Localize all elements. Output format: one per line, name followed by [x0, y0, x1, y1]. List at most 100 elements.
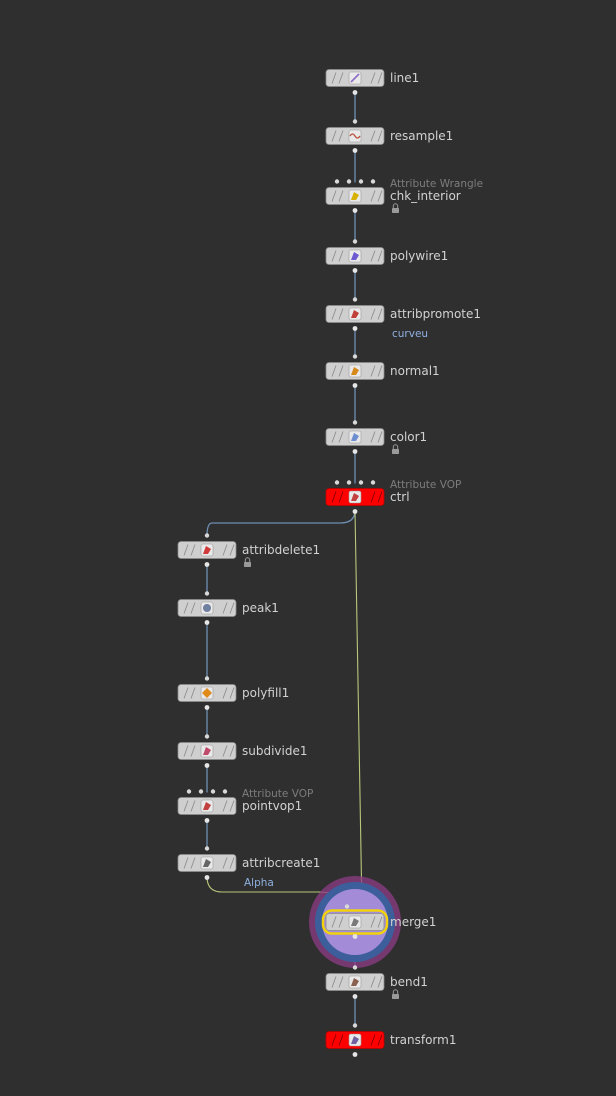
lock-icon [244, 557, 251, 567]
bend-icon [348, 975, 362, 989]
output-port[interactable] [352, 383, 358, 388]
input-port[interactable] [222, 789, 228, 794]
output-port[interactable] [204, 763, 210, 768]
node-polyfill1[interactable]: polyfill1 [177, 676, 289, 710]
node-peak1[interactable]: peak1 [177, 591, 279, 625]
node-label[interactable]: bend1 [390, 975, 428, 989]
node-label[interactable]: attribcreate1 [242, 856, 320, 870]
output-port[interactable] [204, 818, 210, 823]
input-port[interactable] [352, 420, 358, 425]
output-port[interactable] [352, 994, 358, 999]
input-port[interactable] [370, 179, 376, 184]
input-port[interactable] [198, 789, 204, 794]
output-port[interactable] [352, 90, 358, 95]
polywire-icon [348, 249, 362, 263]
node-label[interactable]: attribdelete1 [242, 543, 320, 557]
attribcreate-icon [200, 856, 214, 870]
input-port[interactable] [346, 480, 352, 485]
peak-icon [200, 601, 214, 615]
node-normal1[interactable]: normal1 [325, 354, 440, 388]
input-port[interactable] [210, 789, 216, 794]
input-port[interactable] [204, 533, 210, 538]
input-port[interactable] [352, 1023, 358, 1028]
node-label[interactable]: chk_interior [390, 189, 461, 203]
input-port[interactable] [352, 354, 358, 359]
node-label[interactable]: polyfill1 [242, 686, 289, 700]
wire-ctrl-merge1[interactable] [354, 510, 363, 911]
node-subdivide1[interactable]: subdivide1 [177, 734, 308, 768]
input-port[interactable] [346, 179, 352, 184]
input-port[interactable] [204, 676, 210, 681]
node-label[interactable]: subdivide1 [242, 744, 308, 758]
output-port[interactable] [352, 934, 358, 939]
input-port[interactable] [352, 239, 358, 244]
input-port[interactable] [186, 789, 192, 794]
node-label[interactable]: line1 [390, 71, 419, 85]
node-sublabel: Alpha [244, 877, 274, 889]
node-label[interactable]: ctrl [390, 490, 410, 504]
output-port[interactable] [204, 875, 210, 880]
lock-icon [392, 444, 399, 454]
input-port[interactable] [334, 480, 340, 485]
input-port[interactable] [370, 480, 376, 485]
lock-icon [392, 989, 399, 999]
node-label[interactable]: resample1 [390, 129, 453, 143]
transform-icon [348, 1033, 362, 1047]
output-port[interactable] [352, 326, 358, 331]
node-label[interactable]: merge1 [390, 915, 436, 929]
output-port[interactable] [204, 562, 210, 567]
node-merge1[interactable]: merge1 [309, 876, 436, 968]
node-transform1[interactable]: transform1 [325, 1023, 456, 1057]
input-port[interactable] [358, 480, 364, 485]
input-port[interactable] [204, 846, 210, 851]
resample-icon [348, 129, 362, 143]
node-label[interactable]: normal1 [390, 364, 440, 378]
input-port[interactable] [352, 965, 358, 970]
output-port[interactable] [204, 620, 210, 625]
wire-ctrl-attribdelete1[interactable] [206, 510, 356, 537]
input-port[interactable] [204, 734, 210, 739]
node-label[interactable]: peak1 [242, 601, 279, 615]
node-label[interactable]: color1 [390, 430, 427, 444]
node-label[interactable]: transform1 [390, 1033, 456, 1047]
input-port[interactable] [344, 904, 350, 909]
attribdelete-icon [200, 543, 214, 557]
display-flag-outline [321, 909, 389, 935]
output-port[interactable] [352, 1052, 358, 1057]
vop-icon [200, 799, 214, 813]
node-type-label: Attribute VOP [390, 479, 461, 491]
wrangle-icon [348, 189, 362, 203]
input-port[interactable] [334, 179, 340, 184]
node-attribdelete1[interactable]: attribdelete1 [177, 533, 320, 567]
input-port[interactable] [352, 119, 358, 124]
output-port[interactable] [352, 208, 358, 213]
polyfill-icon [200, 686, 214, 700]
node-resample1[interactable]: resample1 [325, 119, 453, 153]
line-icon [348, 71, 362, 85]
node-label[interactable]: polywire1 [390, 249, 448, 263]
node-color1[interactable]: color1 [325, 420, 427, 454]
output-port[interactable] [352, 509, 358, 514]
node-bend1[interactable]: bend1 [325, 965, 428, 999]
node-label[interactable]: pointvop1 [242, 799, 302, 813]
input-port[interactable] [358, 179, 364, 184]
input-port[interactable] [204, 591, 210, 596]
output-port[interactable] [352, 449, 358, 454]
input-port[interactable] [352, 297, 358, 302]
output-port[interactable] [352, 148, 358, 153]
output-port[interactable] [352, 268, 358, 273]
output-port[interactable] [204, 705, 210, 710]
normal-icon [348, 364, 362, 378]
node-label[interactable]: attribpromote1 [390, 307, 481, 321]
node-type-label: Attribute Wrangle [390, 178, 483, 190]
node-line1[interactable]: line1 [325, 69, 419, 95]
merge-icon [348, 915, 362, 929]
node-polywire1[interactable]: polywire1 [325, 239, 448, 273]
